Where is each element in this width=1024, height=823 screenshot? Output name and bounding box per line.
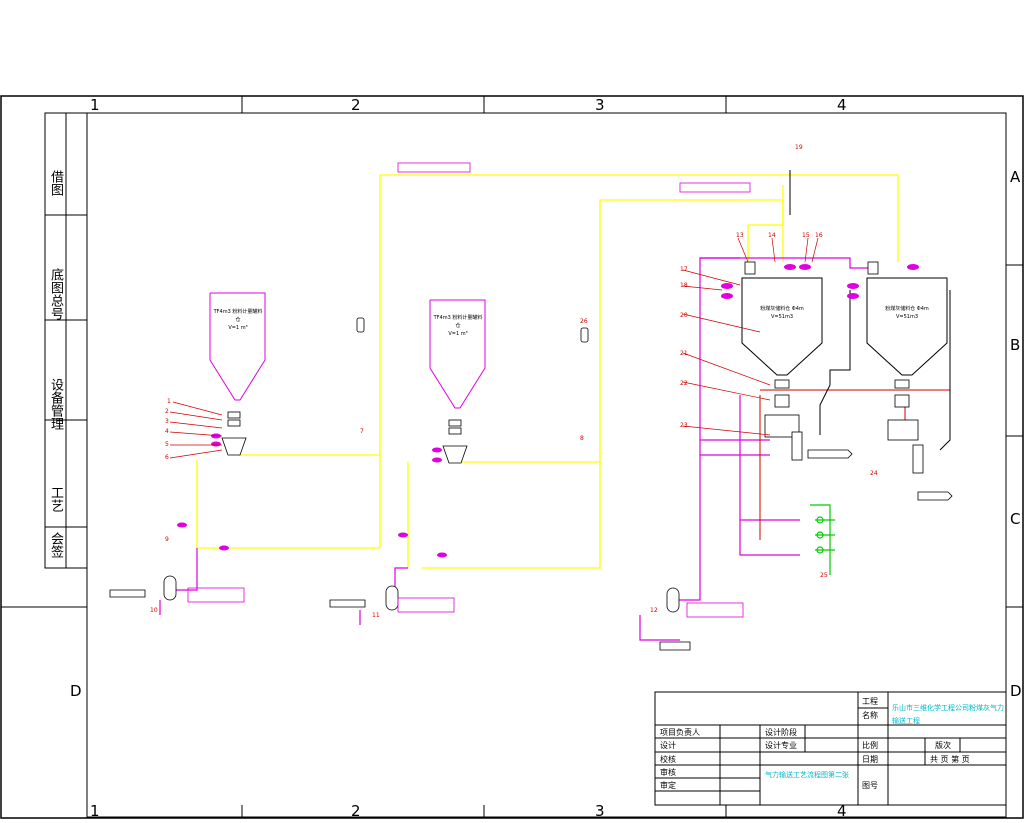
side-block-frame bbox=[44, 112, 88, 569]
callout-4: 4 bbox=[165, 428, 169, 435]
leader-lines bbox=[169, 237, 819, 459]
silo-2-name: TF4m3 粉料计量罐料仓 bbox=[433, 315, 483, 329]
grid-row-c: C bbox=[1010, 510, 1021, 528]
tb-design-stage: 设计阶段 bbox=[765, 728, 797, 737]
air-receivers bbox=[163, 575, 680, 613]
side-label-2: 底图总号 bbox=[48, 268, 63, 320]
valve-markers bbox=[177, 264, 919, 558]
callout-15: 15 bbox=[802, 232, 810, 239]
callout-25: 25 bbox=[820, 572, 828, 579]
tb-design-discipline: 设计专业 bbox=[765, 741, 797, 750]
tb-sheets: 共 页 第 页 bbox=[930, 755, 970, 764]
grid-col-3-top: 3 bbox=[595, 96, 605, 114]
project-name: 乐山市三维化学工程公司粉煤灰气力输送工程 bbox=[892, 704, 1004, 725]
title-block-frame bbox=[654, 691, 1007, 806]
silo-1-name: TF4m3 粉料计量罐料仓 bbox=[213, 309, 263, 323]
tb-review: 审核 bbox=[660, 768, 676, 777]
silo-4-name: 粉煤灰储料仓 Φ4m bbox=[885, 306, 929, 312]
callout-16: 16 bbox=[815, 232, 823, 239]
callout-8: 8 bbox=[580, 435, 584, 442]
silo-2-volume: V=1 m³ bbox=[448, 331, 468, 337]
tb-design: 设计 bbox=[660, 741, 676, 750]
tb-date: 日期 bbox=[862, 755, 878, 764]
callout-18: 18 bbox=[680, 282, 688, 289]
green-valve-cluster bbox=[810, 504, 835, 575]
callout-26: 26 bbox=[580, 318, 588, 325]
side-label-3: 设备管理 bbox=[48, 378, 63, 430]
tb-project: 工程 bbox=[862, 697, 878, 706]
grid-row-d-right: D bbox=[1010, 682, 1022, 700]
annotation-boxes bbox=[187, 162, 751, 618]
grid-col-2-bottom: 2 bbox=[351, 802, 361, 820]
grid-col-4-bottom: 4 bbox=[837, 802, 847, 820]
callout-3: 3 bbox=[165, 418, 169, 425]
black-lines bbox=[789, 170, 951, 451]
silo-4-label: 粉煤灰储料仓 Φ4m V=51m3 bbox=[873, 305, 941, 321]
grid-col-3-bottom: 3 bbox=[595, 802, 605, 820]
callout-22: 22 bbox=[680, 380, 688, 387]
callout-24: 24 bbox=[870, 470, 878, 477]
grid-col-4-top: 4 bbox=[837, 96, 847, 114]
tb-scale: 比例 bbox=[862, 741, 878, 750]
tb-check: 校核 bbox=[660, 755, 676, 764]
callout-10: 10 bbox=[150, 607, 158, 614]
grid-col-1-top: 1 bbox=[90, 96, 100, 114]
callout-14: 14 bbox=[768, 232, 776, 239]
silo-1-volume: V=1 m³ bbox=[228, 325, 248, 331]
magenta-pipelines bbox=[159, 257, 870, 641]
silo-3-label: 粉煤灰储料仓 Φ4m V=51m3 bbox=[748, 305, 816, 321]
tb-drawing-no: 图号 bbox=[862, 781, 878, 790]
grid-col-1-bottom: 1 bbox=[90, 802, 100, 820]
side-label-5: 会签 bbox=[48, 532, 63, 558]
callout-11: 11 bbox=[372, 612, 380, 619]
side-label-4: 工艺 bbox=[48, 486, 63, 512]
silo-bodies bbox=[209, 292, 486, 409]
silo-3-volume: V=51m3 bbox=[770, 314, 794, 320]
callout-17: 17 bbox=[680, 266, 688, 273]
callout-23: 23 bbox=[680, 422, 688, 429]
feeder-equipment bbox=[221, 379, 919, 464]
callout-5: 5 bbox=[165, 441, 169, 448]
silo-1-label: TF4m3 粉料计量罐料仓 V=1 m³ bbox=[212, 308, 264, 332]
grid-row-d-left: D bbox=[70, 682, 82, 700]
instruments bbox=[356, 261, 924, 474]
tb-name: 名称 bbox=[862, 711, 878, 720]
outlet-arrows bbox=[109, 449, 953, 651]
callout-7: 7 bbox=[360, 428, 364, 435]
grid-ticks bbox=[1, 96, 1023, 818]
callout-9: 9 bbox=[165, 536, 169, 543]
tb-approve: 审定 bbox=[660, 781, 676, 790]
callout-19: 19 bbox=[795, 144, 803, 151]
drawing-name: 气力输送工艺流程图第二张 bbox=[765, 771, 849, 779]
callout-2: 2 bbox=[165, 408, 169, 415]
yellow-pipelines bbox=[196, 174, 899, 569]
storage-silos bbox=[741, 277, 948, 376]
silo-4-volume: V=51m3 bbox=[895, 314, 919, 320]
silo-2-label: TF4m3 粉料计量罐料仓 V=1 m³ bbox=[432, 314, 484, 338]
callout-21: 21 bbox=[680, 350, 688, 357]
callout-1: 1 bbox=[167, 398, 171, 405]
side-label-1: 借图 bbox=[48, 170, 63, 196]
grid-row-a: A bbox=[1010, 168, 1021, 186]
grid-col-2-top: 2 bbox=[351, 96, 361, 114]
callout-20: 20 bbox=[680, 312, 688, 319]
callout-13: 13 bbox=[736, 232, 744, 239]
grid-row-b: B bbox=[1010, 336, 1021, 354]
callout-12: 12 bbox=[650, 607, 658, 614]
tb-revision: 版次 bbox=[935, 741, 951, 750]
silo-3-name: 粉煤灰储料仓 Φ4m bbox=[760, 306, 804, 312]
callout-6: 6 bbox=[165, 454, 169, 461]
outer-frame bbox=[0, 95, 1024, 819]
tb-project-lead: 项目负责人 bbox=[660, 728, 700, 737]
